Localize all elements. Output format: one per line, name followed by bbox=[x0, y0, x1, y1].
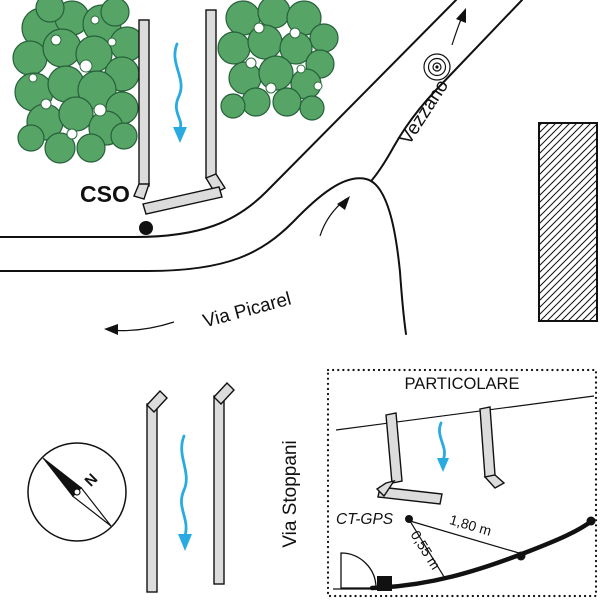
flow-arrow-icon bbox=[437, 421, 449, 472]
channel-lower bbox=[146, 381, 235, 593]
channel-wall-right bbox=[205, 9, 217, 179]
compass-icon: N bbox=[27, 442, 127, 542]
direction-arrow-vezzano-junction-icon bbox=[319, 196, 350, 237]
channel-lower-wall-right bbox=[213, 395, 225, 585]
channel-upper bbox=[133, 9, 227, 215]
particolare-title: PARTICOLARE bbox=[405, 375, 520, 393]
channel-wall-left-flare bbox=[133, 183, 150, 200]
curve-point bbox=[586, 516, 596, 526]
channel-wall-left bbox=[138, 19, 150, 187]
detail-box-border bbox=[326, 368, 598, 598]
measurement-line-long bbox=[409, 520, 520, 554]
cso-point bbox=[139, 221, 153, 235]
flow-arrow-icon bbox=[178, 434, 192, 551]
cso-label: CSO bbox=[80, 181, 130, 207]
vezzano-label: Vezzano bbox=[396, 76, 453, 149]
ramp-arc bbox=[340, 552, 377, 589]
channel-lower-cap-right bbox=[213, 381, 235, 406]
building-hatched bbox=[538, 122, 598, 322]
channel-detail bbox=[375, 406, 506, 505]
channel-outlet-bar bbox=[142, 186, 223, 215]
via-stoppani-label: Via Stoppani bbox=[280, 440, 301, 547]
road-edge-north bbox=[0, 0, 457, 238]
road-edge-south bbox=[0, 177, 407, 335]
measurement-line-short bbox=[409, 520, 447, 581]
curve-point bbox=[516, 551, 526, 561]
tree-canopy-left bbox=[12, 0, 145, 164]
direction-arrow-vezzano-icon bbox=[451, 8, 466, 46]
via-picarel-label: Via Picarel bbox=[201, 289, 294, 333]
detail-road-line bbox=[335, 395, 595, 431]
detail-box: PARTICOLARE CT-GPS 1,80 m 0,55 m bbox=[326, 368, 598, 598]
direction-arrow-picarel-icon bbox=[104, 321, 175, 335]
curb-curve bbox=[369, 517, 596, 591]
distance-label-short: 0,55 m bbox=[408, 528, 444, 573]
ct-gps-label: CT-GPS bbox=[336, 511, 394, 528]
marker-square bbox=[377, 576, 392, 591]
concentric-circles-symbol bbox=[423, 53, 451, 81]
road-edge-east bbox=[371, 0, 523, 181]
tree-canopy-right bbox=[217, 0, 339, 121]
channel-lower-wall-left bbox=[146, 403, 158, 593]
channel-lower-cap-left bbox=[146, 389, 168, 414]
flow-arrow-icon bbox=[173, 42, 187, 143]
